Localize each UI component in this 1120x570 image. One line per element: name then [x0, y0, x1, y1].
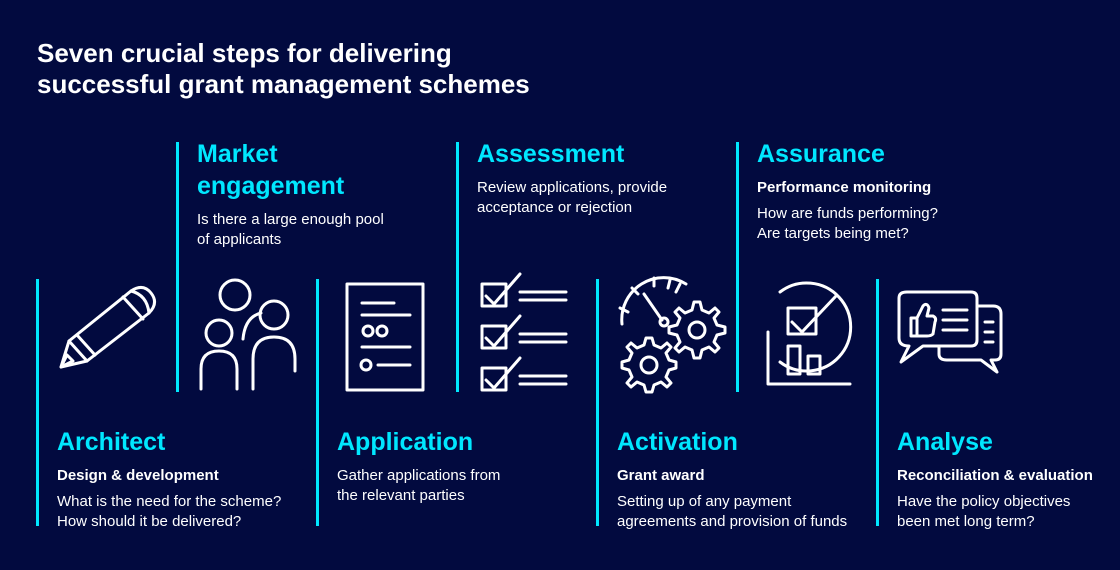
chart-check-icon — [754, 270, 859, 390]
checklist-icon — [476, 270, 571, 395]
step-subtitle: Performance monitoring — [757, 179, 932, 196]
step-description: What is the need for the scheme?How shou… — [57, 493, 282, 530]
step-title: Activation — [617, 428, 738, 456]
page-title: Seven crucial steps for delivering succe… — [37, 38, 677, 100]
pencil-icon — [55, 285, 165, 375]
step-assurance: Assurance Performance monitoring How are… — [757, 138, 1007, 244]
divider-activation — [596, 279, 599, 526]
divider-market-engagement — [176, 142, 179, 392]
people-icon — [195, 275, 305, 395]
step-subtitle: Reconciliation & evaluation — [897, 467, 1093, 484]
step-title: Assurance — [757, 140, 885, 168]
title-line-1: Seven crucial steps for delivering — [37, 38, 452, 68]
document-icon — [344, 281, 428, 395]
step-architect: Architect Design & development What is t… — [57, 426, 327, 532]
step-subtitle: Grant award — [617, 467, 705, 484]
divider-assessment — [456, 142, 459, 392]
divider-architect — [36, 279, 39, 526]
step-title: Analyse — [897, 428, 993, 456]
title-line-2: successful grant management schemes — [37, 69, 530, 99]
feedback-chat-icon — [893, 288, 1008, 378]
step-title: Architect — [57, 428, 166, 456]
step-title: Assessment — [477, 140, 625, 168]
step-activation: Activation Grant award Setting up of any… — [617, 426, 877, 532]
divider-analyse — [876, 279, 879, 526]
divider-assurance — [736, 142, 739, 392]
step-description: How are funds performing?Are targets bei… — [757, 205, 938, 242]
divider-application — [316, 279, 319, 526]
step-title: Application — [337, 428, 474, 456]
gauge-gears-icon — [614, 274, 729, 394]
step-analyse: Analyse Reconciliation & evaluation Have… — [897, 426, 1117, 532]
step-subtitle: Design & development — [57, 467, 219, 484]
